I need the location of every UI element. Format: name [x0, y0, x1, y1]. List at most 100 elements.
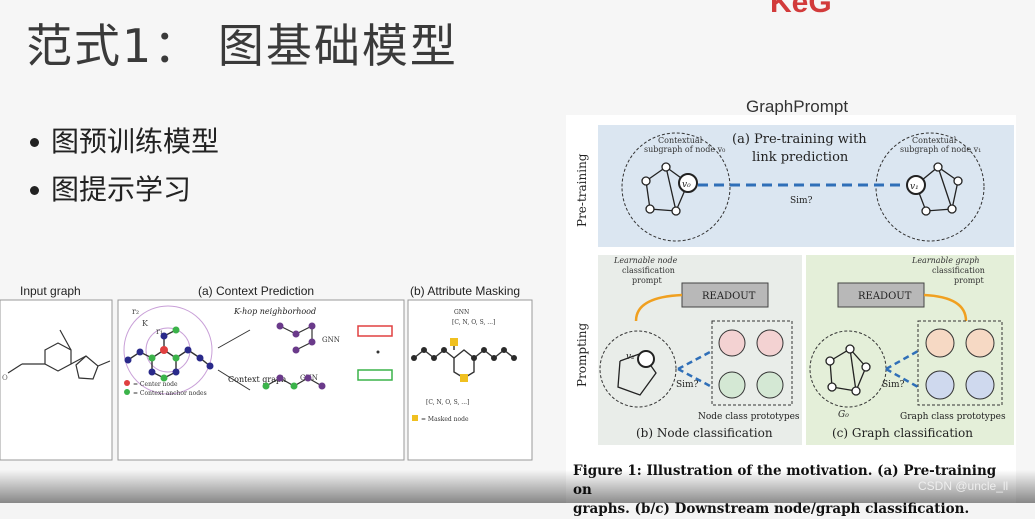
- watermark: CSDN @uncle_ll: [918, 479, 1009, 493]
- legend-masked-dot: [412, 415, 418, 421]
- legend-anchor-dot: [124, 389, 130, 395]
- bullet-item: 图提示学习: [30, 166, 219, 214]
- graph-sim-dash-2: [885, 367, 919, 389]
- atoms-label: [C, N, O, S, ...]: [452, 319, 495, 326]
- arrow-to-khop: [217, 329, 251, 349]
- v0-node: [678, 173, 698, 193]
- bullet-list: 图预训练模型 图提示学习: [30, 118, 219, 214]
- graphprompt-figure: Pre-training Prompting Contextual subgra…: [566, 115, 1016, 503]
- v1-graph-nodes: [921, 162, 963, 216]
- context-prediction-heading: (a) Context Prediction: [198, 284, 315, 298]
- g0-graph-nodes: [825, 344, 871, 396]
- arrow-to-context: [217, 369, 251, 391]
- bullet-item: 图预训练模型: [30, 118, 219, 166]
- v0-subgraph: [621, 132, 731, 242]
- khop-embedding: [357, 325, 393, 337]
- molecule-structure: [7, 329, 111, 380]
- r1-label: r₁: [156, 327, 163, 336]
- khop-graph-nodes: [276, 322, 316, 354]
- learnable-graph-2: classification: [932, 266, 985, 275]
- node-sim-label: Sim?: [676, 380, 699, 390]
- anchor-nodes-legend: = Context anchor nodes: [133, 390, 207, 397]
- ctx-v0-label-1: Contextual: [658, 136, 703, 145]
- graph-proto-circles-2: [925, 370, 995, 400]
- molecule-atom-label: O: [2, 374, 8, 382]
- ctx-v0-label-2: subgraph of node v₀: [644, 145, 725, 154]
- graph-prompt-arrow: [923, 293, 968, 322]
- node-prototypes-box: [711, 320, 793, 406]
- masking-panel: [407, 299, 533, 461]
- graph-sim-dash-1: [885, 349, 919, 371]
- gnn-label-3: GNN: [454, 309, 469, 316]
- outer-ring: [123, 305, 213, 395]
- masking-nodes: [411, 347, 517, 361]
- input-graph-panel: [0, 299, 113, 461]
- masked-node: [450, 338, 458, 346]
- graph-sim-label: Sim?: [882, 380, 905, 390]
- graph-prototypes-box: [917, 320, 1003, 406]
- graph-cls-label: (c) Graph classification: [832, 426, 973, 440]
- bullet-text: 图预训练模型: [51, 125, 220, 158]
- input-graph-heading: Input graph: [20, 284, 81, 298]
- dot-product: [376, 350, 380, 354]
- learnable-graph-3: prompt: [954, 276, 984, 285]
- masked-node-2: [460, 374, 468, 382]
- bullet-dot: [30, 185, 39, 195]
- learnable-node-3: prompt: [632, 276, 662, 285]
- v1-subgraph: [875, 132, 985, 242]
- atoms-label-2: [C, N, O, S, ...]: [426, 399, 469, 406]
- context-embedding: [357, 369, 393, 381]
- node-cls-label: (b) Node classification: [636, 426, 773, 440]
- node-proto-circles: [718, 329, 784, 357]
- node-proto-circles-2: [718, 371, 784, 399]
- context-prediction-figure: Input graph (a) Context Prediction (b) A…: [0, 278, 534, 463]
- video-bottom-shade: [0, 470, 1035, 503]
- graph-protos-label: Graph class prototypes: [900, 412, 1006, 422]
- graphprompt-label: GraphPrompt: [746, 97, 849, 116]
- prompting-side-label: Prompting: [575, 323, 589, 387]
- context-small-nodes: [262, 374, 326, 390]
- graph-proto-circles: [925, 328, 995, 358]
- caption-line-1: Figure 1: Illustration of the motivation…: [573, 462, 1013, 500]
- sim-label: Sim?: [790, 196, 813, 206]
- center-node-legend: = Center node: [133, 381, 178, 388]
- v1-node: [906, 175, 926, 195]
- pretraining-title-2: link prediction: [752, 150, 849, 165]
- slide-title: 范式1： 图基础模型: [26, 19, 458, 73]
- v0-label: v₀: [682, 180, 691, 190]
- v2-subgraph: [599, 330, 677, 408]
- node-sim-dash-1: [677, 349, 713, 371]
- bullet-text: 图提示学习: [51, 173, 192, 206]
- masked-node-legend: = Masked node: [421, 416, 469, 423]
- attribute-masking-heading: (b) Attribute Masking: [410, 284, 521, 298]
- learnable-node-2: classification: [622, 266, 675, 275]
- v1-label: v₁: [910, 182, 919, 192]
- k-label: K: [142, 319, 149, 328]
- learnable-graph-1: Learnable graph: [911, 256, 980, 265]
- node-protos-label: Node class prototypes: [698, 412, 800, 422]
- graph-readout-label: READOUT: [858, 291, 912, 302]
- learnable-node-1: Learnable node: [613, 256, 678, 265]
- pretraining-side-label: Pre-training: [575, 153, 589, 227]
- node-sim-dash-2: [677, 367, 713, 389]
- r2-label: r₂: [132, 307, 139, 316]
- v0-graph-nodes: [641, 162, 681, 216]
- gnn-label: GNN: [322, 336, 340, 344]
- g0-label: G₀: [838, 410, 849, 420]
- pretraining-title-1: (a) Pre-training with: [732, 132, 867, 147]
- khop-label: K-hop neighborhood: [233, 307, 316, 316]
- left-figure-drawing: O r₂ K r₁ = Center node: [0, 299, 533, 461]
- ctx-v1-label-2: subgraph of node v₁: [900, 145, 981, 154]
- v2-node: [637, 350, 655, 368]
- v2-label: v₂: [626, 352, 635, 362]
- bullet-dot: [30, 137, 39, 147]
- logo: KeG: [770, 0, 832, 19]
- graphprompt-drawing: Pre-training Prompting Contextual subgra…: [575, 125, 1014, 445]
- node-readout-label: READOUT: [702, 291, 756, 302]
- node-prompt-arrow: [634, 293, 683, 322]
- ctx-v1-label-1: Contextual: [912, 136, 957, 145]
- legend-center-dot: [124, 380, 130, 386]
- context-graph-label: Context graph: [228, 375, 286, 384]
- context-graph-nodes: [124, 326, 214, 382]
